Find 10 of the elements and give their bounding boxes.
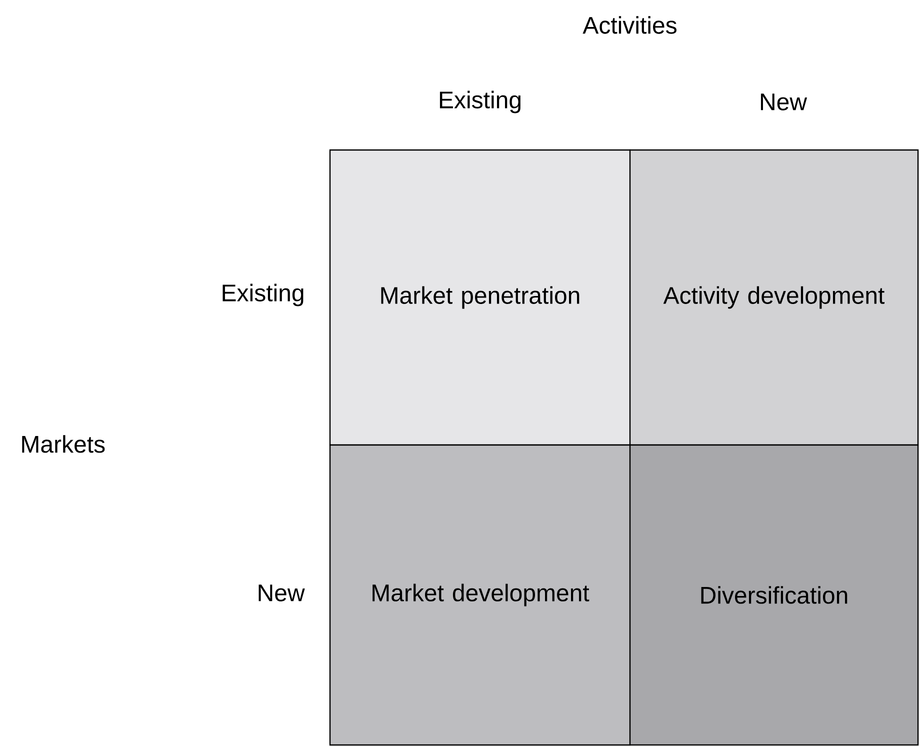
axis-label: New [760, 94, 808, 110]
axis-label: New [258, 584, 305, 602]
axis-label: Activities [582, 16, 676, 34]
matrix-cell: Activity development [629, 149, 919, 446]
axis-label: Existing [222, 284, 304, 306]
axis-label: Existing [440, 90, 520, 114]
matrix-cell: Diversification [629, 444, 919, 746]
axis-label: Markets [22, 435, 105, 453]
matrix-cell: Market development [329, 444, 631, 746]
matrix-cell: Market penetration [329, 149, 631, 446]
